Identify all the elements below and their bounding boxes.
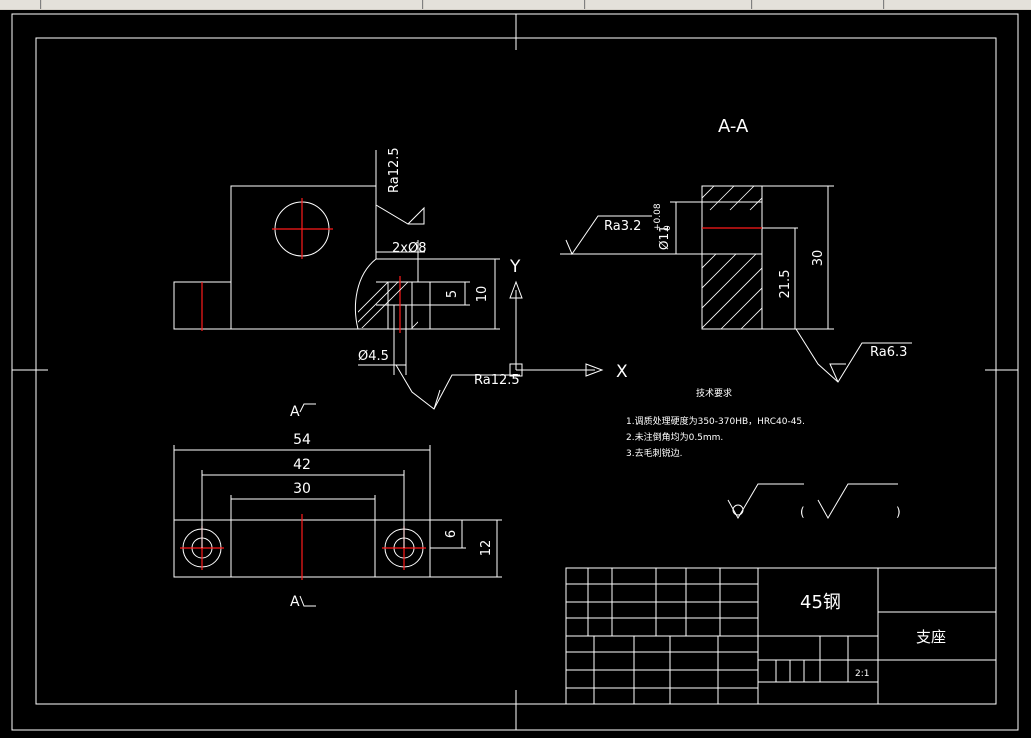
roughness-bottom-label: Ra12.5 <box>474 373 520 388</box>
roughness-right-label: Ra6.3 <box>870 345 907 360</box>
svg-text:(: ( <box>800 505 805 519</box>
application-toolbar-strip <box>0 0 1031 10</box>
toolbar-segment[interactable] <box>885 0 1031 9</box>
scale-label: 2:1 <box>855 669 869 679</box>
section-outline <box>701 185 763 330</box>
section-dim-21-5-label: 21.5 <box>778 270 793 299</box>
top-view: 54 42 30 6 12 <box>173 432 502 580</box>
dim-54-label: 54 <box>293 432 311 448</box>
hole-dia-label: Ø4.5 <box>358 349 389 364</box>
cad-drawing-canvas[interactable]: 5 10 2xØ8 Ø4.5 Ra12.5 Ra12.5 Y X A A <box>0 10 1031 734</box>
toolbar-segment[interactable] <box>0 0 41 9</box>
section-view: A-A Ø11 +0.08 0 Ra3.2 <box>560 116 912 383</box>
general-roughness-symbol: ( ) <box>727 483 901 520</box>
title-block: 45钢 支座 2:1 <box>565 567 997 705</box>
toolbar-segment[interactable] <box>753 0 884 9</box>
svg-text:): ) <box>896 505 901 519</box>
roughness-left-label: Ra3.2 <box>604 219 641 234</box>
dim-42-label: 42 <box>293 457 311 473</box>
dim-10-label: 10 <box>475 286 490 303</box>
outer-border <box>11 13 1019 731</box>
dim-6-label: 6 <box>444 530 459 538</box>
drawing-sheet: 5 10 2xØ8 Ø4.5 Ra12.5 Ra12.5 Y X A A <box>11 13 1019 731</box>
notes-line-1: 1.调质处理硬度为350-370HB，HRC40-45. <box>626 415 805 427</box>
axis-y-label: Y <box>509 257 521 277</box>
toolbar-segment[interactable] <box>586 0 752 9</box>
section-dim-30-label: 30 <box>811 250 826 267</box>
svg-text:A: A <box>290 594 300 610</box>
notes-title: 技术要求 <box>696 387 732 399</box>
section-hatch-bottom <box>702 254 762 329</box>
notes-line-2: 2.未注倒角均为0.5mm. <box>626 431 723 443</box>
dim-12-label: 12 <box>479 540 494 557</box>
material-label: 45钢 <box>800 592 841 613</box>
ucs-icon: Y X <box>509 257 628 382</box>
toolbar-segment[interactable] <box>42 0 423 9</box>
hole-tol-upper: +0.08 <box>653 203 663 231</box>
section-hatch-top <box>702 186 762 211</box>
counterbore-hatch <box>358 282 418 328</box>
technical-notes: 技术要求 1.调质处理硬度为350-370HB，HRC40-45. 2.未注倒角… <box>626 387 805 459</box>
section-title: A-A <box>718 116 749 137</box>
section-marker-top: A <box>290 403 316 420</box>
hole-callout-label: 2xØ8 <box>392 241 426 256</box>
section-marker-bottom: A <box>290 594 316 610</box>
toolbar-segment[interactable] <box>424 0 585 9</box>
inner-border <box>35 37 997 705</box>
hole-dia-section-label: Ø11 <box>657 225 671 250</box>
part-name-label: 支座 <box>916 628 946 646</box>
dim-30-label: 30 <box>293 481 311 497</box>
hole-tol-lower: 0 <box>663 225 673 231</box>
dim-5-label: 5 <box>445 290 460 298</box>
front-view: 5 10 2xØ8 Ø4.5 Ra12.5 Ra12.5 <box>173 147 520 410</box>
axis-x-label: X <box>616 362 628 382</box>
svg-text:A: A <box>290 404 300 420</box>
notes-line-3: 3.去毛刺锐边. <box>626 447 682 459</box>
roughness-top-label: Ra12.5 <box>387 147 402 193</box>
